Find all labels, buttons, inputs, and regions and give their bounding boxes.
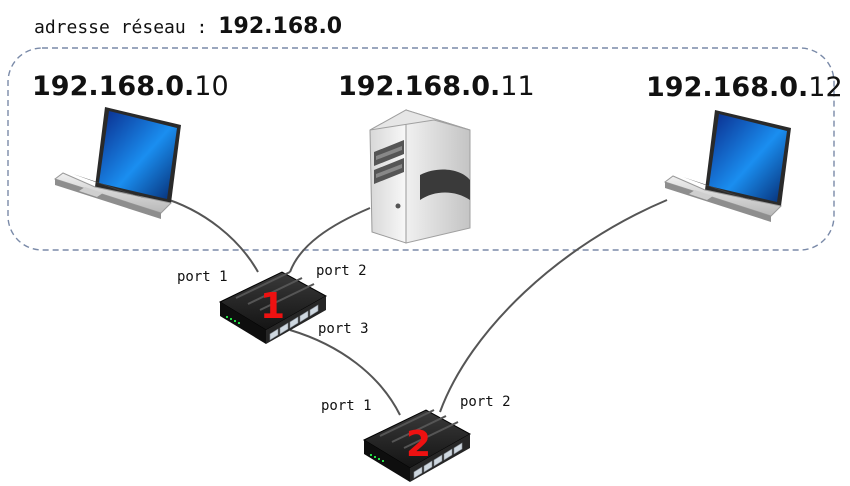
sw2-port1-label: port 1 — [321, 398, 372, 414]
host-server-11: 192.168.0.11 — [338, 71, 535, 244]
host-laptop-12: 192.168.0.12 — [646, 72, 843, 223]
host-ip-11: 192.168.0.11 — [338, 71, 535, 102]
sw1-port2-label: port 2 — [316, 263, 367, 279]
sw2-port2-label: port 2 — [460, 394, 511, 410]
switch-1-label: 1 — [260, 286, 285, 327]
switch-1: 1 — [219, 271, 327, 345]
cables — [159, 196, 668, 416]
host-laptop-10: 192.168.0.10 — [32, 71, 229, 220]
switch-2: 2 — [363, 409, 471, 483]
cable-host11-sw1 — [289, 207, 371, 273]
host-ip-10: 192.168.0.10 — [32, 71, 229, 102]
cable-host10-sw1 — [159, 196, 259, 273]
laptop-icon — [664, 109, 792, 223]
cable-sw1-sw2 — [289, 329, 401, 416]
sw1-port3-label: port 3 — [318, 321, 369, 337]
server-icon — [369, 109, 471, 244]
network-address-line: adresse réseau : 192.168.0 — [34, 14, 342, 39]
network-address-label: adresse réseau : — [34, 17, 218, 38]
cable-host12-sw2 — [439, 199, 668, 413]
switch-2-label: 2 — [406, 424, 431, 465]
sw1-port1-label: port 1 — [177, 269, 228, 285]
network-address-value: 192.168.0 — [218, 14, 342, 39]
laptop-icon — [54, 106, 182, 220]
host-ip-12: 192.168.0.12 — [646, 72, 843, 103]
port-labels: port 1 port 2 port 3 port 1 port 2 — [177, 263, 511, 414]
